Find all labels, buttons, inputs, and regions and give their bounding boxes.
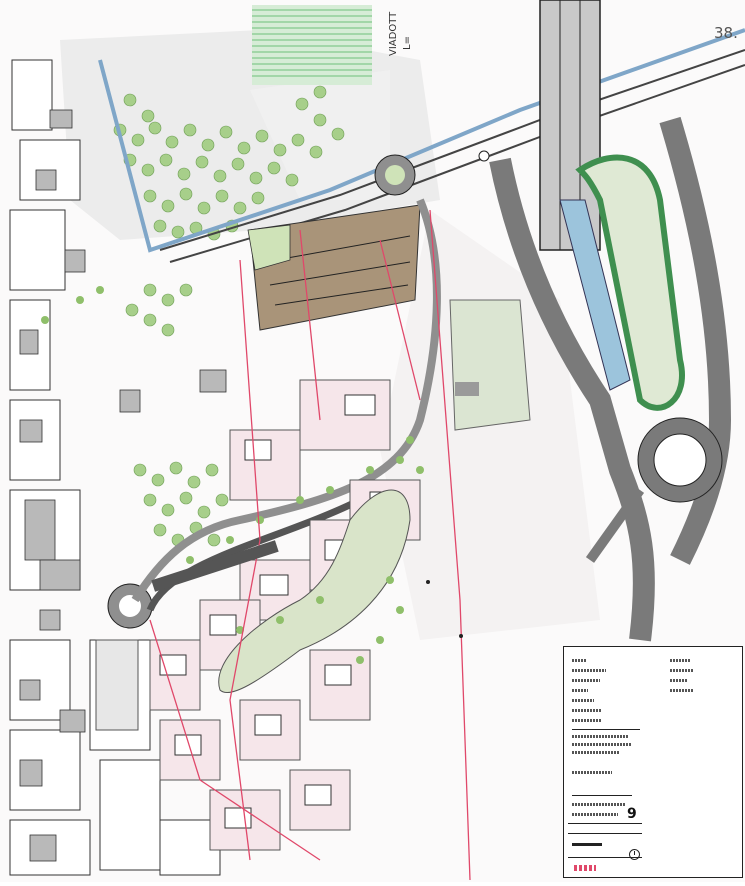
legend-line <box>572 813 618 816</box>
legend-line <box>670 689 694 692</box>
legend-line <box>572 719 602 722</box>
field-patch <box>250 70 390 200</box>
legend-box <box>563 646 743 878</box>
viaduct-length-label: L= <box>402 36 413 50</box>
central-park <box>218 489 411 694</box>
legend-line <box>670 669 694 672</box>
roundabout-north-island <box>385 165 405 185</box>
green-plot-east <box>449 299 531 431</box>
sports-field <box>95 639 139 731</box>
red-boundary-lines <box>149 209 471 881</box>
legend-line <box>572 735 628 738</box>
legend-divider <box>568 857 642 858</box>
main-road-north <box>159 49 745 251</box>
legend-line <box>572 709 602 712</box>
sheet-number: 9 <box>627 806 637 822</box>
legend-line <box>572 679 600 682</box>
parking-row-south <box>151 540 279 592</box>
legend-line <box>572 743 632 746</box>
survey-point <box>426 580 430 584</box>
street-trees <box>41 286 424 664</box>
scale-bar-icon <box>572 843 602 846</box>
grid-reference-label: 38. <box>714 24 738 42</box>
highway-interchange <box>489 116 732 642</box>
legend-line <box>670 679 688 682</box>
legend-line <box>572 699 594 702</box>
legend-line <box>572 689 588 692</box>
hatched-green-strip <box>252 5 372 85</box>
legend-divider <box>572 795 632 796</box>
building-footprints-west <box>19 109 227 862</box>
viaduct-label: VIADOTT <box>388 11 399 56</box>
green-patch-parking <box>247 224 291 271</box>
red-marker-swatch <box>574 865 596 871</box>
legend-line <box>572 669 606 672</box>
legend-line <box>572 751 620 754</box>
survey-point <box>459 634 463 638</box>
legend-line <box>572 659 586 662</box>
roundabout-west-island <box>119 595 141 617</box>
compass-north-icon <box>478 150 490 162</box>
residential-buildings <box>159 394 397 829</box>
diagonal-street <box>146 496 362 612</box>
legend-divider <box>568 823 642 824</box>
legend-divider <box>572 729 640 730</box>
legend-line <box>670 659 690 662</box>
legend-line <box>572 771 612 774</box>
legend-line <box>572 803 626 806</box>
utility-building <box>455 382 479 396</box>
legend-divider <box>568 833 642 834</box>
north-arrow-icon <box>629 849 640 860</box>
